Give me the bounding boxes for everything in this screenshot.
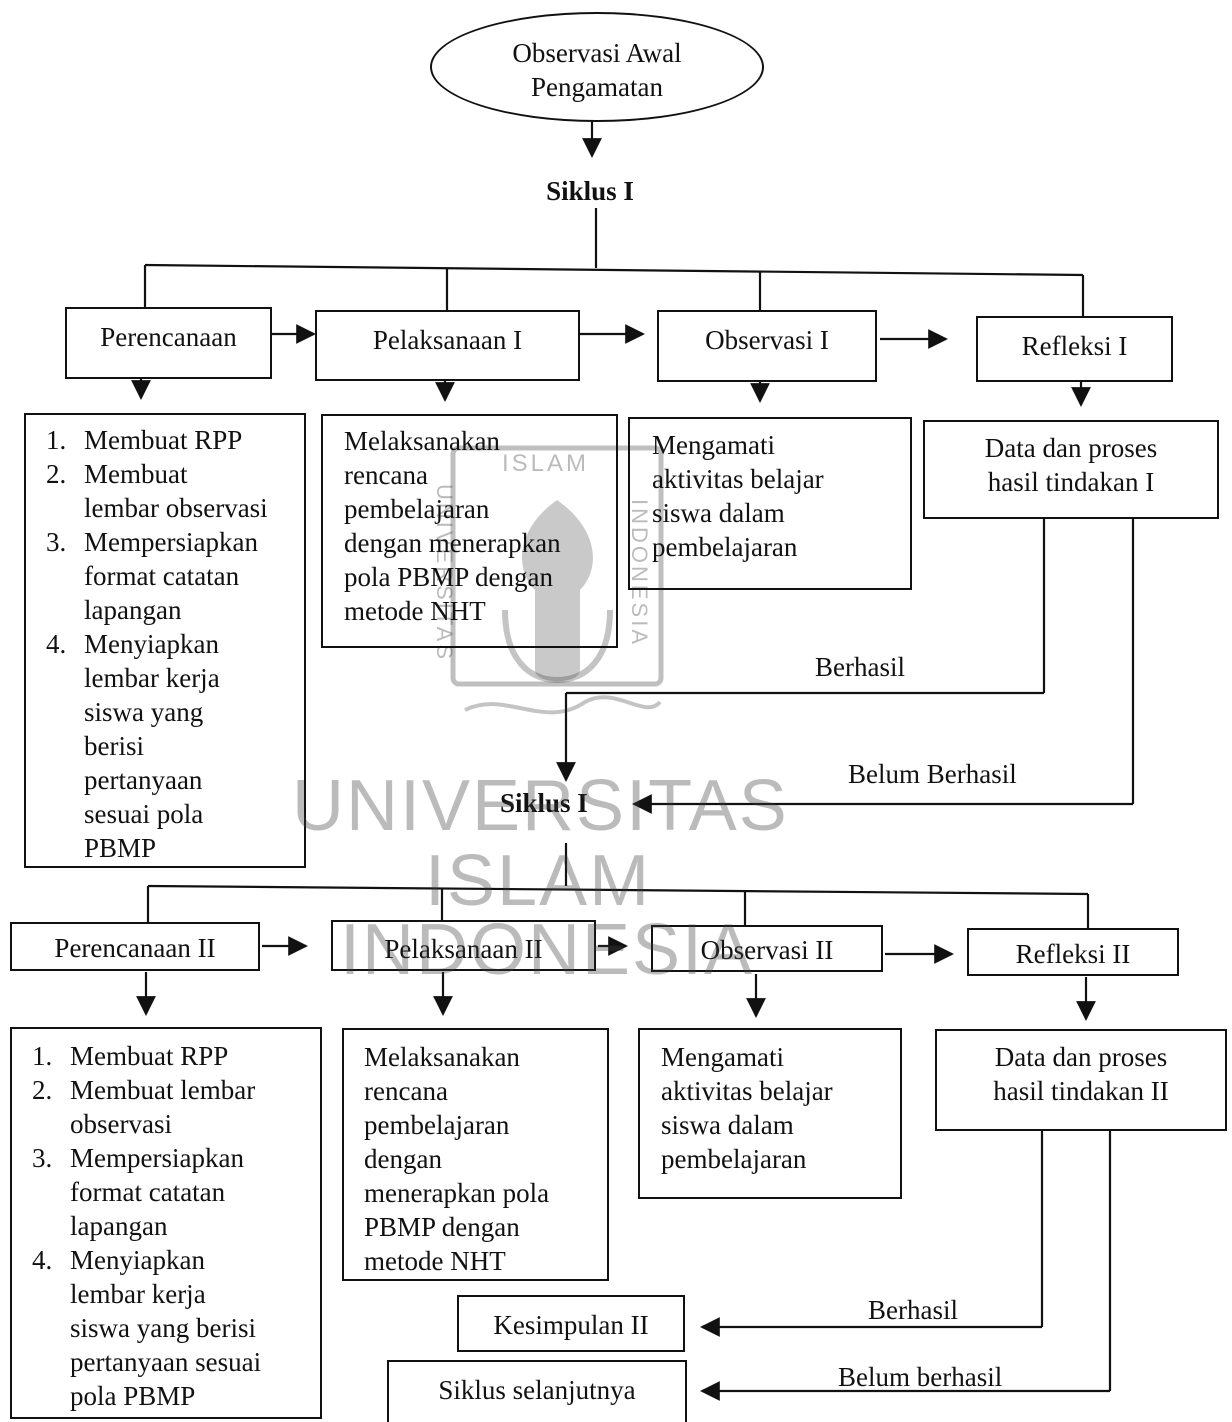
cycle1-fail-label: Belum Berhasil [848,759,1017,789]
cycle2-reflection-text: Data dan proses hasil tindakan II [993,1042,1169,1106]
start-ellipse [430,12,764,122]
list-item: 2.Membuat lembar observasi [46,459,268,523]
cycle1-stage-implementation-label: Pelaksanaan I [372,325,523,355]
list-item: 4.Menyiapkan lembar kerja siswa yang ber… [46,629,220,863]
seal-top-text: ISLAM [502,450,590,477]
cycle2-stage-implementation-label: Pelaksanaan II [384,934,543,964]
cycle1-planning-steps-box [24,413,306,868]
cycle2-stage-implementation [331,920,596,971]
list-item: 1.Membuat RPP [46,425,243,455]
cycle2-stage-reflection [967,928,1179,976]
cycle2-fail-label: Belum berhasil [838,1362,1003,1392]
cycle1-reflection-text: Data dan proses hasil tindakan I [984,433,1158,497]
cycle2-title: Siklus I [500,788,588,818]
start-line1: Observasi Awal [512,38,682,68]
cycle1-planning-steps: 1.Membuat RPP 2.Membuat lembar observasi… [26,423,306,865]
watermark-line2: ISLAM [425,841,652,921]
cycle1-stage-observation [657,310,877,382]
cycle2-success-label: Berhasil [868,1295,958,1325]
cycle2-stage-planning [10,922,260,971]
cycle1-stage-implementation [315,310,580,381]
list-item: 3.Mempersiapkan format catatan lapangan [46,527,258,625]
cycle1-title: Siklus I [546,176,634,206]
cycle2-implementation-box [342,1028,609,1281]
cycle2-reflection-box [935,1029,1227,1131]
cycle2-stage-reflection-label: Refleksi II [1015,939,1131,969]
cycle1-implementation-text: Melaksanakan rencana pembelajaran dengan… [344,426,561,626]
cycle1-reflection-box [923,420,1219,519]
next-cycle-box [387,1360,687,1422]
cycle2-planning-steps: 1.Membuat RPP 2.Membuat lembar observasi… [12,1039,322,1413]
list-item: 2.Membuat lembar observasi [32,1075,256,1139]
list-item: 1.Membuat RPP [32,1041,229,1071]
cycle1-stage-observation-label: Observasi I [705,325,829,355]
cycle1-stage-reflection-label: Refleksi I [1021,331,1128,361]
next-cycle-label: Siklus selanjutnya [438,1375,636,1405]
cycle1-observation-box [628,417,912,590]
cycle1-implementation-box [321,414,618,648]
cycle2-observation-text: Mengamati aktivitas belajar siswa dalam … [661,1042,833,1174]
cycle1-observation-text: Mengamati aktivitas belajar siswa dalam … [652,430,824,562]
conclusion-box [457,1295,685,1352]
cycle1-stage-reflection [976,316,1173,382]
cycle1-stage-planning-label: Perencanaan [100,322,237,352]
watermark-line3: INDONESIA [340,910,755,990]
conclusion-label: Kesimpulan II [493,1310,649,1340]
cycle2-observation-box [638,1028,902,1199]
list-item: 3.Mempersiapkan format catatan lapangan [32,1143,244,1241]
cycle2-stage-observation-label: Observasi II [700,935,834,965]
start-line2: Pengamatan [531,72,663,102]
cycle2-implementation-text: Melaksanakan rencana pembelajaran dengan… [364,1042,550,1276]
cycle2-stage-planning-label: Perencanaan II [54,933,216,963]
cycle2-stage-observation [651,925,883,972]
list-item: 4.Menyiapkan lembar kerja siswa yang ber… [32,1245,262,1411]
cycle1-stage-planning [65,307,272,379]
cycle2-planning-steps-box [10,1027,322,1419]
watermark-line1: UNIVERSITAS [292,766,789,846]
cycle1-success-label: Berhasil [815,652,905,682]
